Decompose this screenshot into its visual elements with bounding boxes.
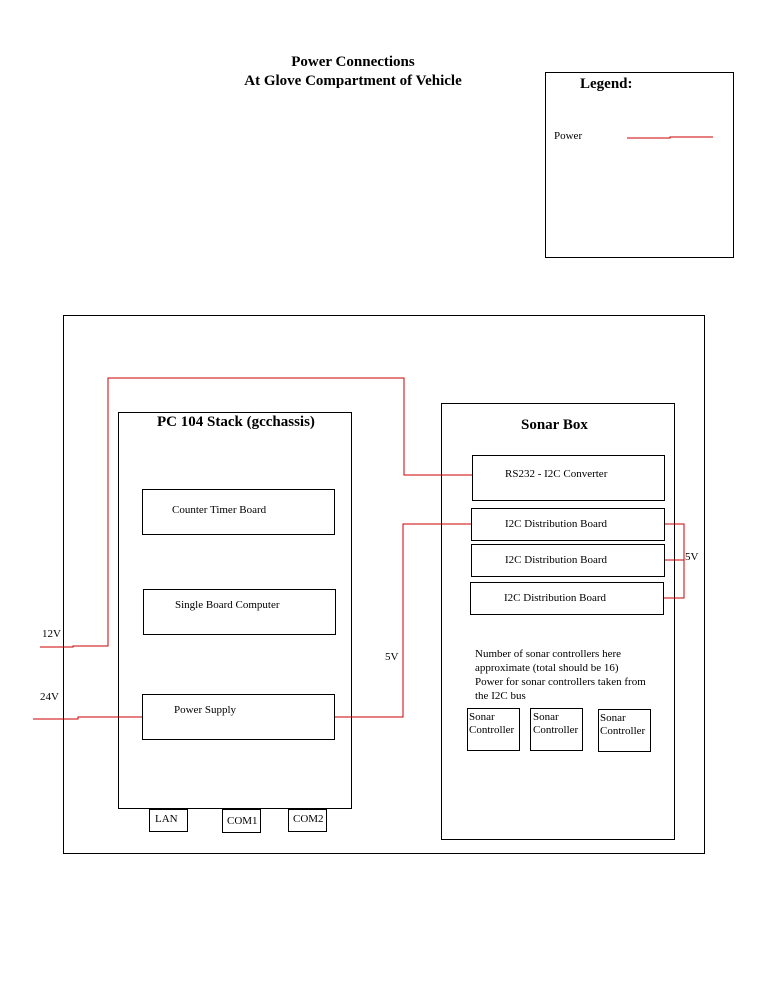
i2c-distribution-board-1: I2C Distribution Board bbox=[471, 508, 665, 541]
sonar-controller-3-line2: Controller bbox=[600, 725, 646, 737]
sonar-note-line4: the I2C bus bbox=[475, 690, 526, 702]
lan-port: LAN bbox=[149, 809, 188, 832]
wire-12v-to-rs232 bbox=[40, 377, 472, 648]
wire-24v-to-power-supply bbox=[33, 716, 142, 720]
sonar-controller-2-line2: Controller bbox=[533, 724, 579, 736]
sonar-controller-1-line1: Sonar bbox=[469, 711, 495, 723]
counter-timer-board: Counter Timer Board bbox=[142, 489, 335, 535]
pc104-title: PC 104 Stack (gcchassis) bbox=[157, 414, 315, 430]
label-5v-supply: 5V bbox=[385, 651, 399, 663]
legend-power-label: Power bbox=[554, 130, 583, 142]
label-24v: 24V bbox=[40, 691, 59, 703]
lan-port-label: LAN bbox=[155, 813, 178, 825]
com1-port: COM1 bbox=[222, 809, 261, 833]
i2c-board-2-label: I2C Distribution Board bbox=[505, 554, 608, 566]
sonar-controller-3: Sonar Controller bbox=[598, 709, 651, 752]
wire-5v-i2c-bus bbox=[664, 523, 685, 599]
legend-power-line bbox=[627, 136, 713, 139]
legend-heading: Legend: bbox=[580, 76, 633, 92]
diagram-title-line2: At Glove Compartment of Vehicle bbox=[244, 73, 462, 89]
sonar-note-line2: approximate (total should be 16) bbox=[475, 662, 619, 674]
com2-port-label: COM2 bbox=[293, 813, 324, 825]
rs232-label: RS232 - I2C Converter bbox=[505, 468, 608, 480]
sonar-controller-1: Sonar Controller bbox=[467, 708, 520, 751]
sonar-controller-2: Sonar Controller bbox=[530, 708, 583, 751]
diagram-title-line1: Power Connections bbox=[291, 54, 415, 70]
label-5v-i2c: 5V bbox=[685, 551, 699, 563]
power-supply: Power Supply bbox=[142, 694, 335, 740]
rs232-i2c-converter: RS232 - I2C Converter bbox=[472, 455, 665, 501]
sbc-label: Single Board Computer bbox=[175, 599, 280, 611]
sonar-note-line3: Power for sonar controllers taken from bbox=[475, 676, 646, 688]
sonar-controller-2-line1: Sonar bbox=[533, 711, 559, 723]
power-wires bbox=[33, 136, 713, 720]
i2c-board-1-label: I2C Distribution Board bbox=[505, 518, 608, 530]
single-board-computer: Single Board Computer bbox=[143, 589, 336, 635]
sonar-box-title: Sonar Box bbox=[521, 417, 588, 433]
com1-port-label: COM1 bbox=[227, 815, 258, 827]
label-12v: 12V bbox=[42, 628, 61, 640]
i2c-distribution-board-2: I2C Distribution Board bbox=[471, 544, 665, 577]
com2-port: COM2 bbox=[288, 809, 327, 832]
counter-timer-label: Counter Timer Board bbox=[172, 504, 267, 516]
sonar-controller-1-line2: Controller bbox=[469, 724, 515, 736]
vehicle-frame bbox=[63, 315, 705, 854]
i2c-board-3-label: I2C Distribution Board bbox=[504, 592, 607, 604]
power-supply-label: Power Supply bbox=[174, 704, 237, 716]
sonar-note-line1: Number of sonar controllers here bbox=[475, 648, 622, 660]
wire-5v-to-i2c bbox=[335, 523, 471, 718]
legend-box: Legend: Power bbox=[545, 72, 734, 258]
sonar-controller-3-line1: Sonar bbox=[600, 712, 626, 724]
i2c-distribution-board-3: I2C Distribution Board bbox=[470, 582, 664, 615]
